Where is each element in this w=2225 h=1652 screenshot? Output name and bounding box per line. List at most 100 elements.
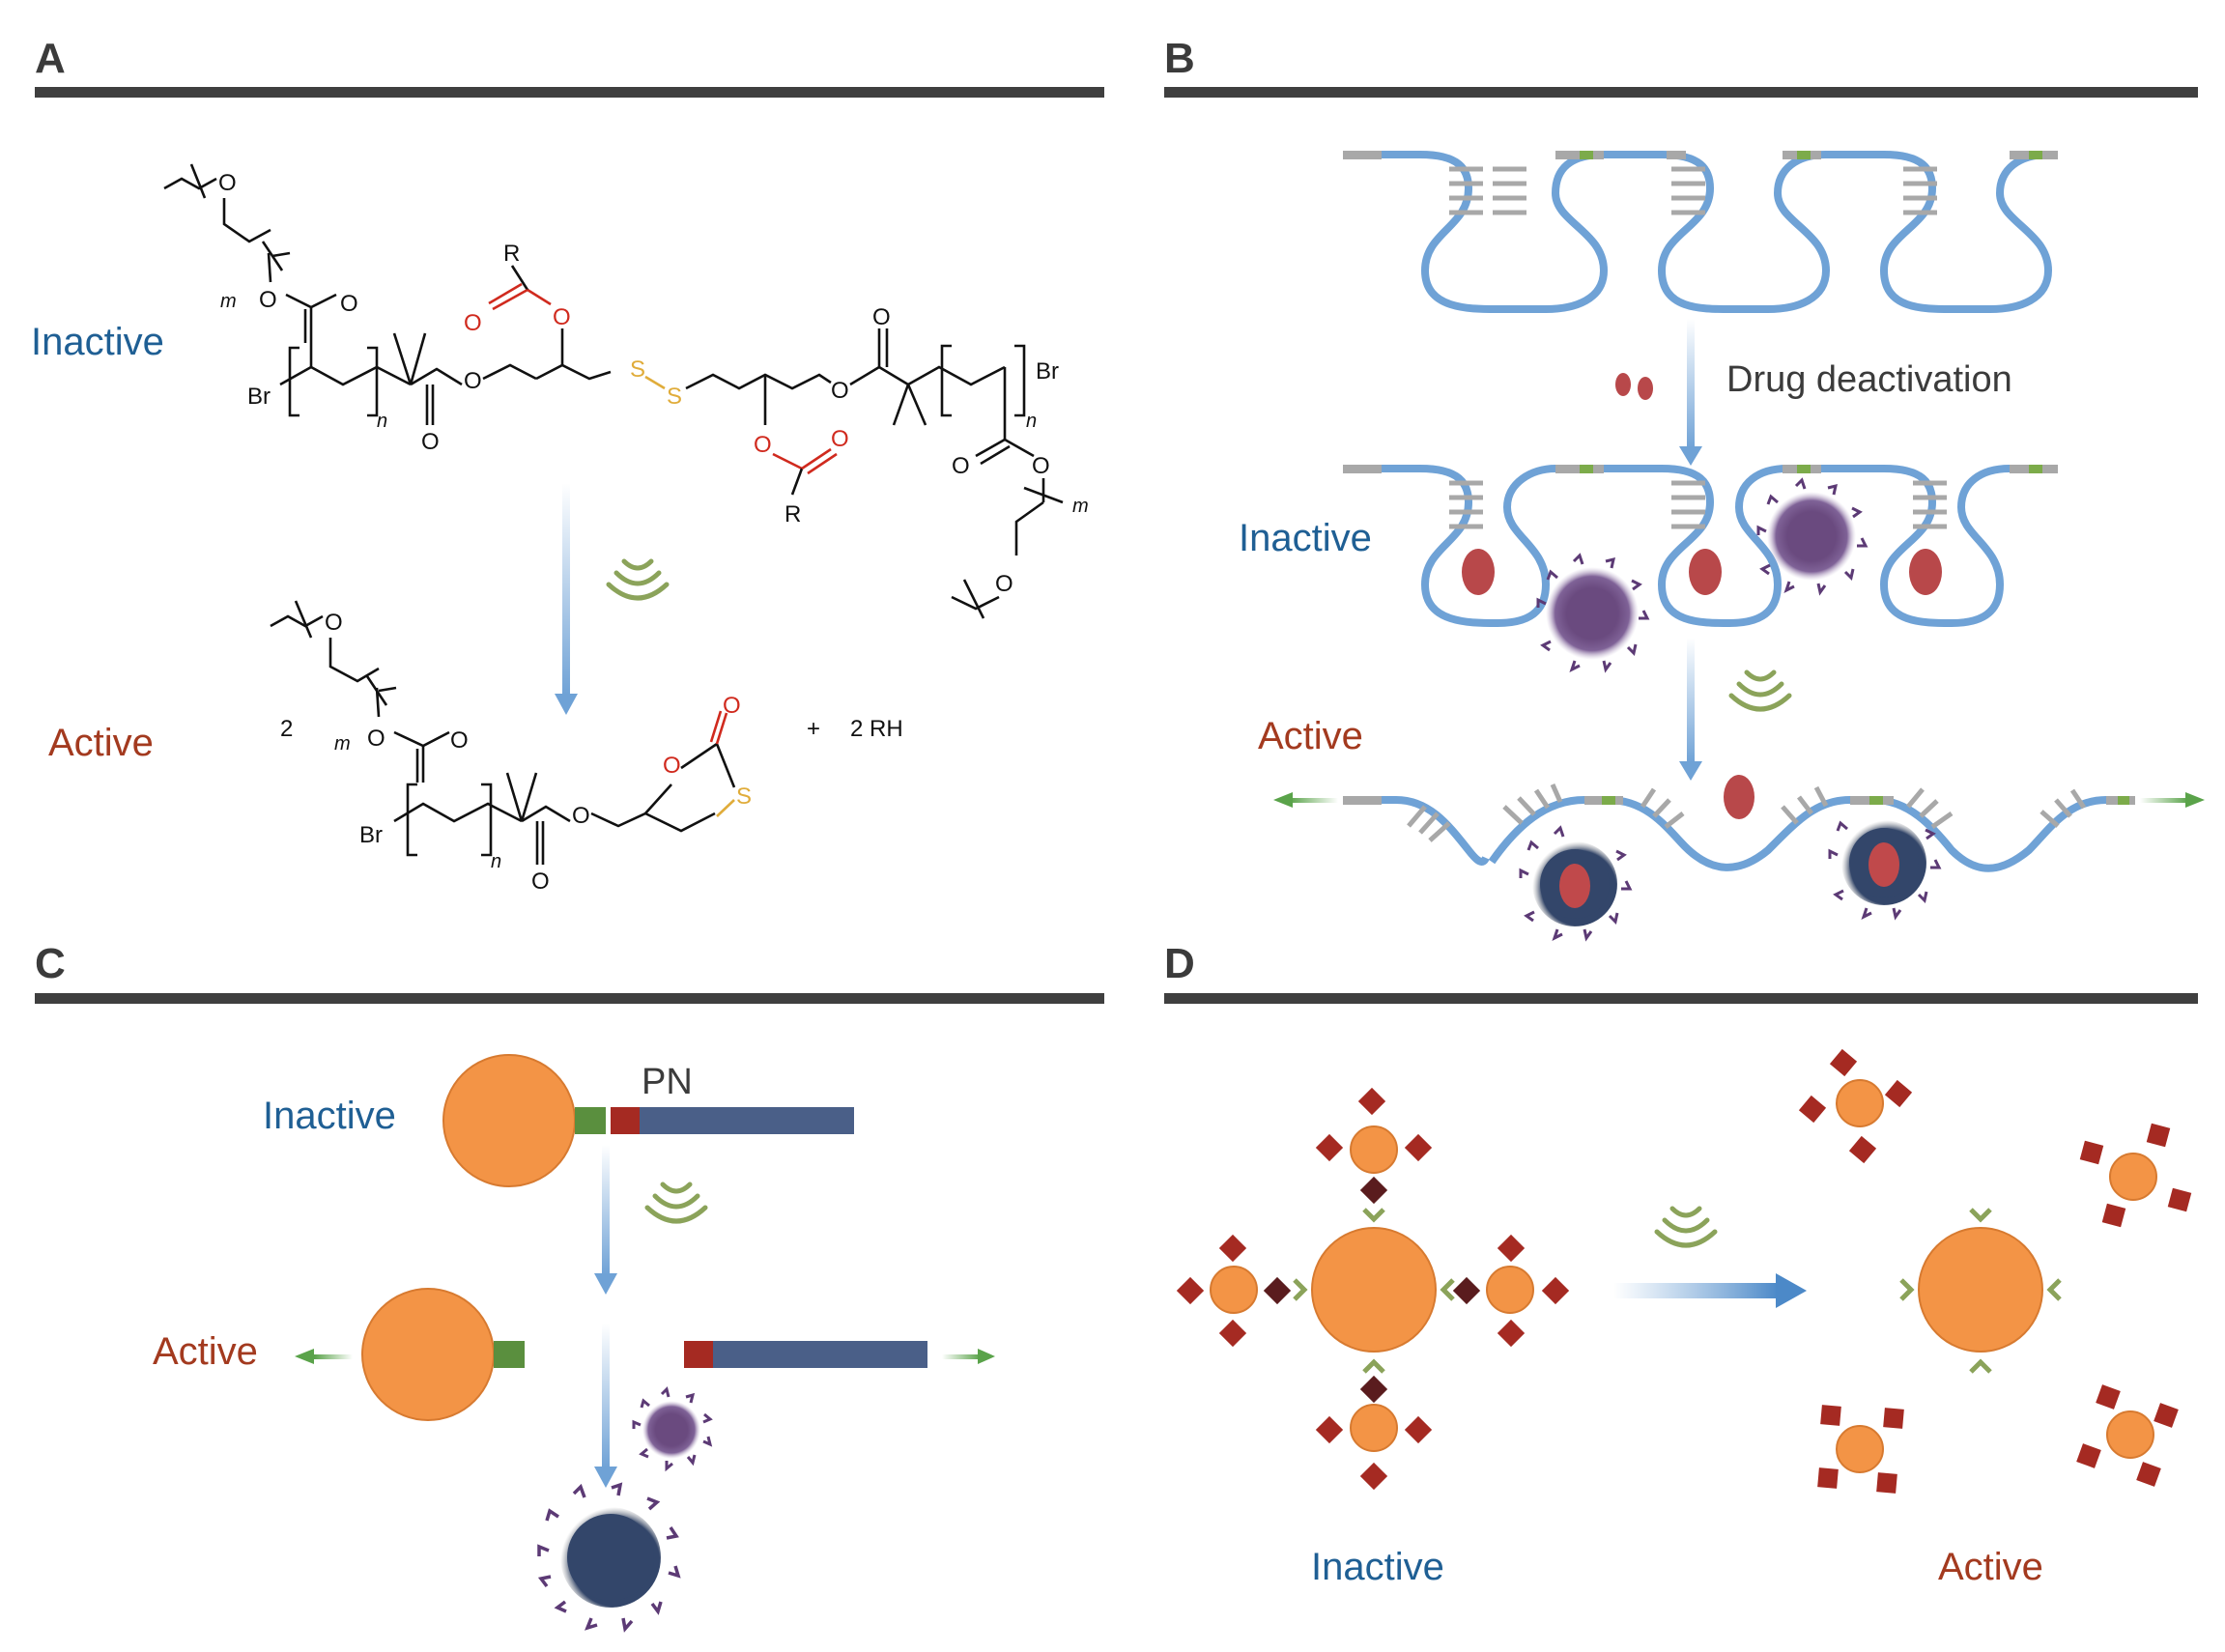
svg-text:R: R bbox=[503, 241, 520, 267]
svg-text:O: O bbox=[367, 726, 385, 752]
svg-text:O: O bbox=[831, 426, 849, 452]
svg-text:O: O bbox=[831, 378, 849, 404]
svg-text:O: O bbox=[464, 310, 482, 336]
arrow-down-icon bbox=[562, 483, 570, 696]
dna-strand-stretched bbox=[1343, 783, 2135, 872]
svg-text:m: m bbox=[220, 291, 237, 312]
svg-text:O: O bbox=[421, 429, 440, 455]
arrow-down-icon bbox=[1687, 638, 1695, 763]
arrow-down-icon bbox=[602, 1324, 610, 1468]
peg-chain-left: O m O O bbox=[163, 163, 358, 343]
arrow-down-icon bbox=[602, 1145, 610, 1275]
arrow-left-icon bbox=[1290, 798, 1338, 803]
svg-text:O: O bbox=[872, 304, 891, 330]
drug-deactivation-label: Drug deactivation bbox=[1726, 359, 2012, 400]
arrow-right-icon bbox=[1776, 1273, 1807, 1308]
receptor-marks bbox=[1293, 1208, 1455, 1374]
panel-a-label: A bbox=[35, 35, 66, 82]
svg-text:O: O bbox=[723, 693, 741, 719]
linker-red bbox=[611, 1107, 640, 1134]
free-satellite bbox=[2079, 1123, 2192, 1228]
panel-c-active-label: Active bbox=[153, 1330, 258, 1373]
panel-c-divider bbox=[35, 993, 1104, 1004]
svg-text:O: O bbox=[553, 304, 571, 330]
panel-b-divider bbox=[1164, 87, 2198, 98]
arrow-right-icon bbox=[978, 1349, 995, 1364]
arrow-down-icon bbox=[594, 1467, 617, 1488]
arrow-down-icon bbox=[1679, 761, 1702, 781]
arrow-down-icon bbox=[594, 1273, 617, 1295]
arrow-left-icon bbox=[1273, 792, 1293, 808]
svg-text:S: S bbox=[630, 356, 645, 383]
svg-text:n: n bbox=[1026, 411, 1037, 432]
peptide-chain bbox=[640, 1107, 854, 1134]
panel-a-divider bbox=[35, 87, 1104, 98]
dna-hairpin-strand-top bbox=[1343, 151, 2058, 313]
free-satellite bbox=[2076, 1384, 2179, 1487]
arrow-right-icon bbox=[942, 1354, 981, 1359]
drug-molecule bbox=[1724, 775, 1754, 819]
svg-text:O: O bbox=[663, 753, 681, 779]
central-particle bbox=[1311, 1227, 1437, 1353]
bacterium bbox=[1536, 553, 1650, 673]
disulfide-core: O R O S S O R O O bbox=[464, 241, 849, 527]
drug-molecule bbox=[1462, 549, 1495, 595]
svg-text:O: O bbox=[464, 368, 482, 394]
svg-text:O: O bbox=[1032, 453, 1050, 479]
arrow-left-icon bbox=[295, 1349, 314, 1364]
pn-label: PN bbox=[642, 1062, 693, 1102]
polymer-backbone-right: O Br n O O m O bbox=[849, 304, 1089, 619]
svg-text:O: O bbox=[572, 803, 590, 829]
svg-text:S: S bbox=[667, 384, 682, 410]
svg-text:S: S bbox=[736, 783, 752, 810]
svg-text:n: n bbox=[377, 411, 387, 432]
ultrasound-icon bbox=[609, 561, 667, 598]
svg-text:2 RH: 2 RH bbox=[850, 716, 903, 742]
panel-c: Inactive PN Active bbox=[153, 1054, 995, 1633]
panel-a-inactive-label: Inactive bbox=[31, 321, 164, 363]
ultrasound-icon bbox=[1657, 1209, 1715, 1245]
drug-molecule bbox=[1909, 549, 1942, 595]
arrow-left-icon bbox=[314, 1354, 353, 1359]
panel-d-inactive-label: Inactive bbox=[1311, 1546, 1444, 1588]
panel-b-inactive-label: Inactive bbox=[1239, 517, 1372, 559]
svg-text:O: O bbox=[754, 432, 772, 458]
arrow-right-icon bbox=[2185, 792, 2205, 808]
panel-a: Inactive Active O m O O Br n bbox=[31, 163, 1089, 895]
svg-text:O: O bbox=[995, 571, 1013, 597]
panel-d-divider bbox=[1164, 993, 2198, 1004]
svg-text:O: O bbox=[952, 453, 970, 479]
panel-b: Drug deactivation Inactive bbox=[1239, 151, 2205, 942]
bacterium-drug-bound bbox=[1519, 825, 1633, 942]
panel-d: Inactive Active bbox=[1176, 1048, 2192, 1588]
bacterium bbox=[1756, 477, 1868, 596]
panel-c-label: C bbox=[35, 940, 66, 987]
bacterium-bound bbox=[537, 1482, 681, 1633]
svg-text:R: R bbox=[784, 501, 801, 527]
dna-hairpin-strand-bound bbox=[1343, 465, 2058, 628]
ultrasound-icon bbox=[1731, 672, 1789, 709]
svg-text:+: + bbox=[807, 716, 820, 742]
peptide-fragment-purple bbox=[632, 1386, 713, 1472]
arrow-down-icon bbox=[1687, 319, 1695, 449]
svg-text:O: O bbox=[259, 287, 277, 313]
linker-green bbox=[575, 1107, 606, 1134]
panel-d-active-label: Active bbox=[1938, 1546, 2043, 1588]
free-satellite bbox=[1798, 1048, 1913, 1164]
drug-molecule bbox=[1615, 373, 1631, 396]
linker-red bbox=[684, 1341, 713, 1368]
arrow-down-icon bbox=[555, 694, 578, 715]
drug-molecule bbox=[1638, 377, 1653, 400]
svg-text:O: O bbox=[218, 170, 237, 196]
nanoparticle bbox=[361, 1288, 495, 1421]
product-structure: 2 O m O O Br n O O bbox=[270, 600, 903, 895]
svg-text:O: O bbox=[340, 291, 358, 317]
panel-a-active-label: Active bbox=[48, 722, 154, 764]
arrow-right-icon bbox=[1613, 1283, 1778, 1298]
panel-c-inactive-label: Inactive bbox=[263, 1095, 396, 1137]
svg-text:Br: Br bbox=[247, 384, 271, 410]
free-satellite bbox=[1817, 1405, 1904, 1494]
peptide-chain bbox=[713, 1341, 927, 1368]
bacterium-drug-bound bbox=[1828, 820, 1942, 921]
